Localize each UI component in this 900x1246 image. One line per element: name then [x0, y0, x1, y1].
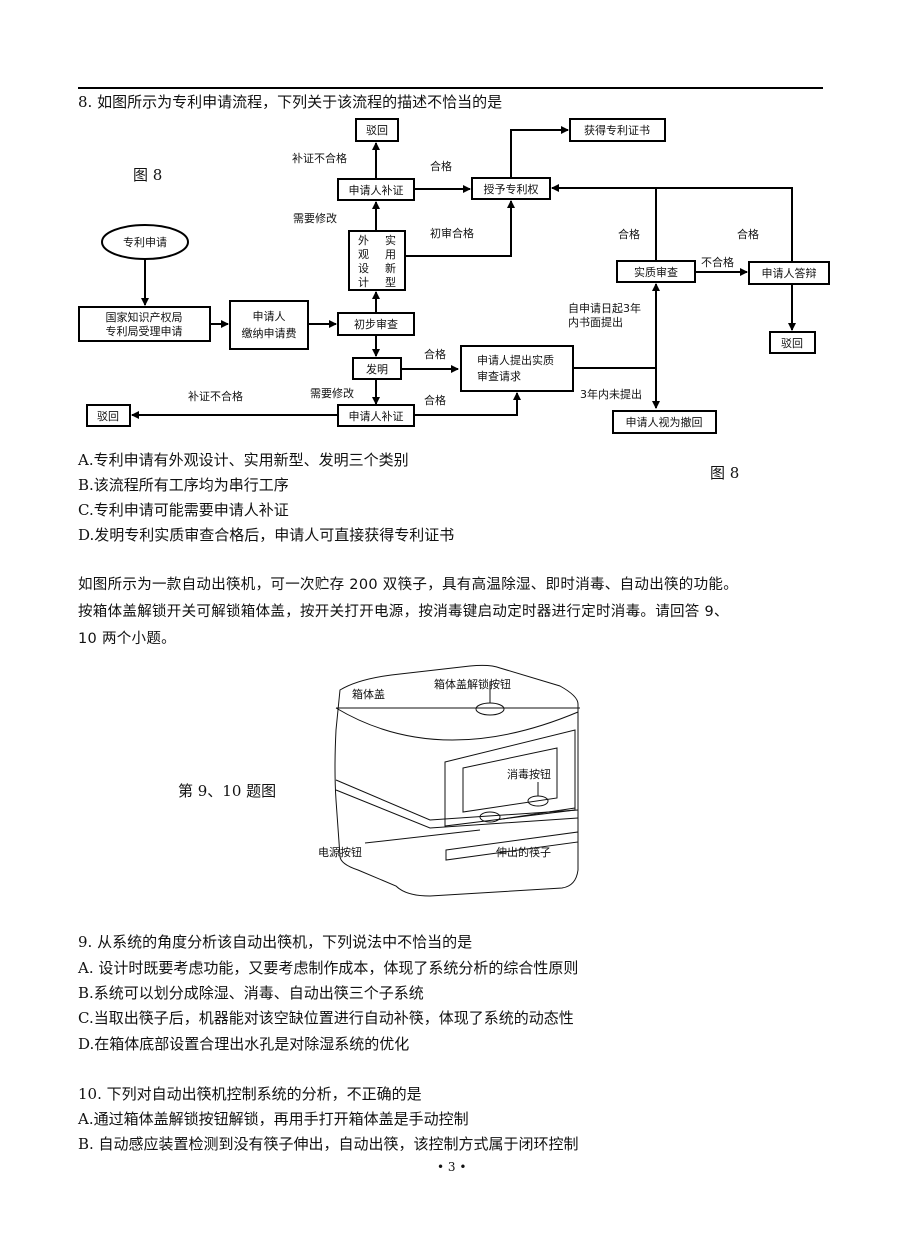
design-char: 设: [358, 262, 369, 275]
utility-char: 型: [385, 275, 396, 289]
q10-stem: 10. 下列对自动出筷机控制系统的分析，不正确的是: [78, 1085, 422, 1103]
label-disinfect-button: 消毒按钮: [507, 767, 551, 781]
node-start-label: 专利申请: [123, 235, 167, 249]
svg-text:获得专利证书: 获得专利证书: [584, 123, 650, 137]
intro-line-1: 如图所示为一款自动出筷机，可一次贮存 200 双筷子，具有高温除湿、即时消毒、自…: [78, 577, 738, 593]
q9-option-c: C.当取出筷子后，机器能对该空缺位置进行自动补筷，体现了系统的动态性: [78, 1009, 574, 1027]
svg-text:合格: 合格: [618, 227, 640, 241]
q8-option-a: A.专利申请有外观设计、实用新型、发明三个类别: [78, 451, 409, 469]
svg-text:审查请求: 审查请求: [477, 369, 521, 383]
node-request: [460, 345, 574, 392]
svg-text:驳回: 驳回: [781, 337, 803, 350]
svg-text:需要修改: 需要修改: [310, 386, 354, 400]
svg-text:驳回: 驳回: [97, 410, 119, 423]
utility-char: 实: [385, 233, 396, 247]
q9-option-d: D.在箱体底部设置合理出水孔是对除湿系统的优化: [78, 1035, 410, 1053]
label-lid: 箱体盖: [352, 687, 385, 701]
label-power-button: 电源按钮: [318, 845, 362, 859]
q8-option-b: B.该流程所有工序均为串行工序: [78, 476, 289, 494]
svg-text:授予专利权: 授予专利权: [484, 182, 539, 196]
svg-text:补证不合格: 补证不合格: [292, 151, 347, 165]
svg-text:申请人: 申请人: [253, 310, 286, 323]
q9-option-b: B.系统可以划分成除湿、消毒、自动出筷三个子系统: [78, 984, 424, 1002]
svg-text:申请人提出实质: 申请人提出实质: [477, 353, 554, 367]
svg-text:初步审查: 初步审查: [354, 317, 398, 331]
svg-text:国家知识产权局: 国家知识产权局: [106, 310, 183, 324]
q8-option-d: D.发明专利实质审查合格后，申请人可直接获得专利证书: [78, 526, 455, 544]
header-rule: [78, 87, 823, 89]
svg-text:发明: 发明: [366, 362, 388, 376]
q8-option-c: C.专利申请可能需要申请人补证: [78, 501, 289, 519]
svg-text:合格: 合格: [430, 159, 452, 173]
design-char: 计: [358, 276, 369, 289]
q8-stem: 8. 如图所示为专利申请流程，下列关于该流程的描述不恰当的是: [78, 93, 503, 111]
node-defense: [748, 261, 830, 285]
intro-line-3: 10 两个小题。: [78, 631, 176, 647]
figure-label-bottom: 图 8: [710, 464, 740, 482]
patent-flowchart: 专利申请 国家知识产权局 专利局受理申请 申请人 缴纳申请费 初步审查 外观设计…: [78, 118, 830, 434]
svg-text:申请人补证: 申请人补证: [349, 184, 404, 197]
node-withdrawn: [612, 410, 717, 434]
q10-option-a: A.通过箱体盖解锁按钮解锁，再用手打开箱体盖是手动控制: [78, 1110, 469, 1128]
svg-text:实质审查: 实质审查: [634, 265, 678, 279]
chopstick-machine-figure: 箱体盖 箱体盖解锁按钮 消毒按钮 电源按钮 伸出的筷子: [318, 664, 580, 897]
svg-text:申请人补证: 申请人补证: [349, 410, 404, 423]
label-chopsticks: 伸出的筷子: [496, 845, 551, 859]
svg-text:自申请日起3年: 自申请日起3年: [568, 301, 641, 315]
node-reject-right: [769, 331, 816, 354]
svg-text:补证不合格: 补证不合格: [188, 389, 243, 403]
utility-char: 用: [385, 248, 396, 261]
label-unlock-button: 箱体盖解锁按钮: [434, 677, 511, 691]
q9-stem: 9. 从系统的角度分析该自动出筷机，下列说法中不恰当的是: [78, 933, 473, 951]
node-reject-top: [355, 118, 399, 142]
page-number: • 3 •: [437, 1160, 467, 1174]
svg-text:驳回: 驳回: [366, 124, 388, 137]
figure-label-top: 图 8: [133, 166, 163, 184]
svg-text:缴纳申请费: 缴纳申请费: [242, 326, 297, 340]
svg-text:合格: 合格: [424, 393, 446, 407]
node-certificate: [569, 118, 666, 142]
svg-text:初审合格: 初审合格: [430, 226, 474, 240]
svg-text:申请人答辩: 申请人答辩: [762, 266, 817, 280]
svg-text:不合格: 不合格: [701, 255, 734, 269]
svg-text:3年内未提出: 3年内未提出: [580, 387, 642, 401]
q10-option-b: B. 自动感应装置检测到没有筷子伸出，自动出筷，该控制方式属于闭环控制: [78, 1135, 579, 1153]
q9-option-a: A. 设计时既要考虑功能，又要考虑制作成本，体现了系统分析的综合性原则: [78, 959, 579, 977]
design-char: 观: [358, 248, 369, 261]
node-fee: [229, 300, 309, 350]
utility-char: 新: [385, 261, 396, 275]
svg-text:合格: 合格: [737, 227, 759, 241]
svg-text:专利局受理申请: 专利局受理申请: [106, 324, 183, 338]
design-char: 外: [358, 234, 369, 247]
svg-text:需要修改: 需要修改: [293, 211, 337, 225]
svg-text:申请人视为撤回: 申请人视为撤回: [626, 415, 703, 429]
intro-line-2: 按箱体盖解锁开关可解锁箱体盖，按开关打开电源，按消毒键启动定时器进行定时消毒。请…: [78, 604, 729, 620]
node-reject-left: [86, 404, 131, 427]
svg-text:内书面提出: 内书面提出: [568, 315, 623, 329]
machine-figure-caption: 第 9、10 题图: [178, 782, 277, 800]
svg-text:合格: 合格: [424, 347, 446, 361]
